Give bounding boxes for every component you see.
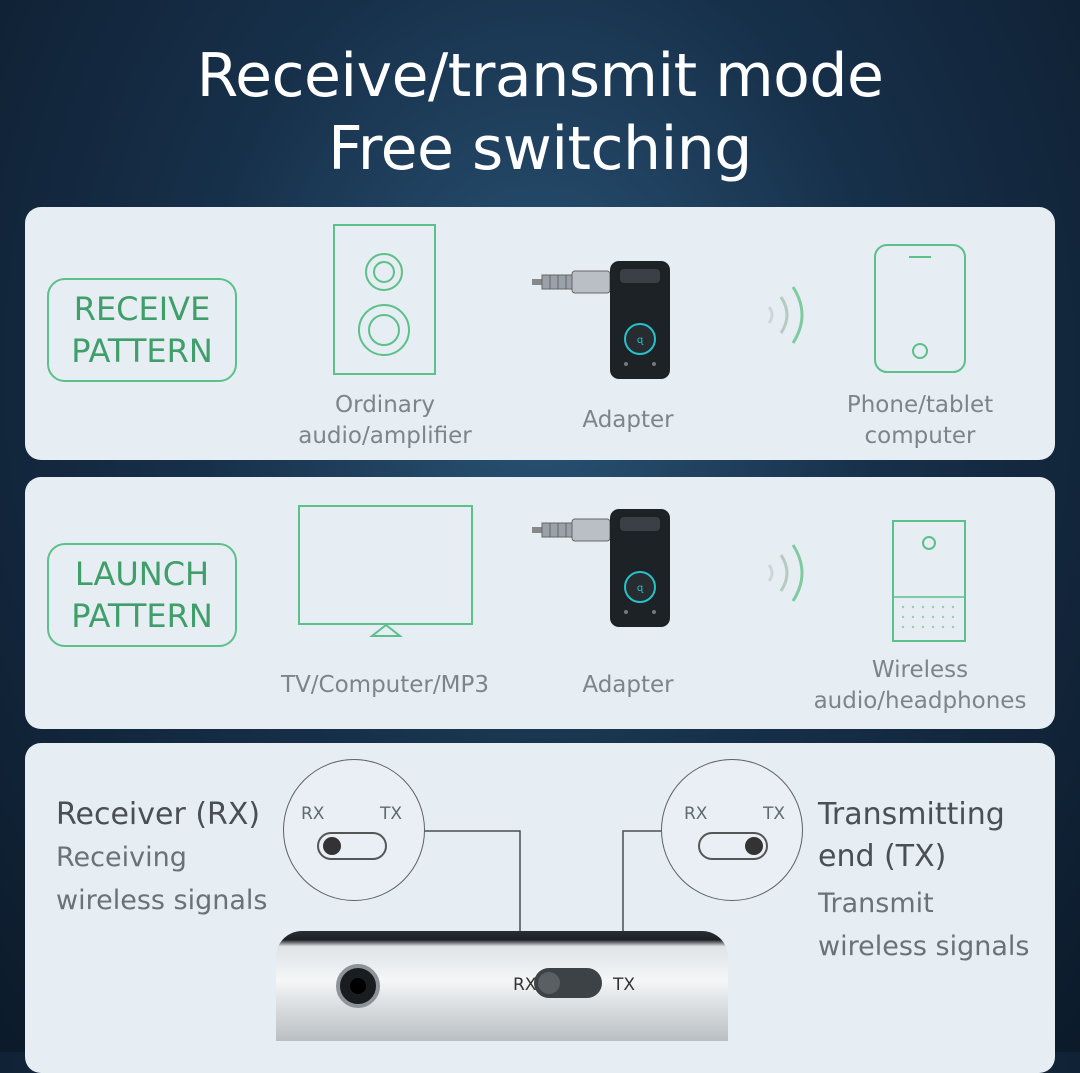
switch-slider — [538, 972, 560, 994]
rx-zoom-tx-label: TX — [380, 804, 403, 824]
source-caption: TV/Computer/MP3 — [281, 672, 489, 698]
source-caption-line2: audio/amplifier — [298, 423, 472, 449]
adapter-caption: Adapter — [582, 407, 674, 433]
phone-icon — [874, 244, 966, 373]
source-caption-line1: Ordinary — [335, 392, 435, 418]
launch-pattern-panel: LAUNCH PATTERN ɋ TV/ — [25, 477, 1055, 729]
launch-badge-line1: LAUNCH — [74, 555, 210, 593]
transmit-desc-line2: wireless signals — [818, 931, 1030, 962]
rx-tx-slide-switch[interactable] — [534, 968, 602, 998]
rx-zoom-circle: RX TX — [283, 759, 425, 901]
receive-badge-line1: RECEIVE — [73, 290, 211, 328]
device-rx-label: RX — [513, 975, 537, 995]
receive-pattern-panel: RECEIVE PATTERN ɋ Ordinary audio/a — [25, 207, 1055, 460]
launch-badge-line2: PATTERN — [71, 597, 213, 635]
adapter-device-edge: RX TX — [276, 931, 728, 1041]
audio-jack-port — [336, 964, 380, 1008]
launch-pattern-badge: LAUNCH PATTERN — [47, 543, 237, 647]
adapter-device-icon: ɋ — [532, 261, 670, 379]
receive-pattern-badge: RECEIVE PATTERN — [47, 278, 237, 382]
receiver-desc-line1: Receiving — [56, 842, 187, 873]
transmit-desc-line1: Transmit — [818, 888, 934, 919]
target-caption-line1: Phone/tablet — [846, 392, 994, 418]
transmit-title-line2: end (TX) — [818, 839, 947, 874]
svg-text:ɋ: ɋ — [637, 583, 644, 594]
rx-zoom-toggle — [317, 832, 387, 860]
tx-zoom-circle: RX TX — [661, 759, 803, 901]
receive-badge-line2: PATTERN — [71, 332, 213, 370]
wireless-speaker-icon — [892, 520, 966, 642]
transmit-title-line1: Transmitting — [818, 797, 1005, 832]
speaker-icon — [333, 224, 436, 375]
rx-zoom-rx-label: RX — [301, 804, 325, 824]
tx-zoom-tx-label: TX — [763, 804, 786, 824]
receiver-desc-line2: wireless signals — [56, 885, 268, 916]
target-caption-line2: computer — [864, 423, 976, 449]
adapter-caption-2: Adapter — [582, 672, 674, 698]
toggle-knob — [323, 837, 341, 855]
tx-zoom-toggle — [698, 832, 768, 860]
adapter-device-icon-2: ɋ — [532, 509, 670, 627]
svg-text:ɋ: ɋ — [637, 335, 644, 346]
target-caption-line2-2: audio/headphones — [813, 688, 1027, 714]
tx-zoom-rx-label: RX — [684, 804, 708, 824]
wireless-waves-icon-2 — [767, 544, 804, 602]
connector-lines — [423, 830, 662, 955]
page-title-line1: Receive/transmit mode — [196, 41, 884, 111]
device-tx-label: TX — [613, 975, 636, 995]
wireless-waves-icon — [767, 286, 804, 344]
receiver-title: Receiver (RX) — [56, 797, 261, 832]
target-caption-line1-2: Wireless — [871, 657, 969, 683]
toggle-knob — [745, 837, 763, 855]
switch-explanation-panel: RX TX RX TX Receiver (RX) Receiving wire… — [25, 743, 1055, 1073]
tv-icon — [298, 505, 473, 637]
page-title-line2: Free switching — [328, 114, 752, 184]
